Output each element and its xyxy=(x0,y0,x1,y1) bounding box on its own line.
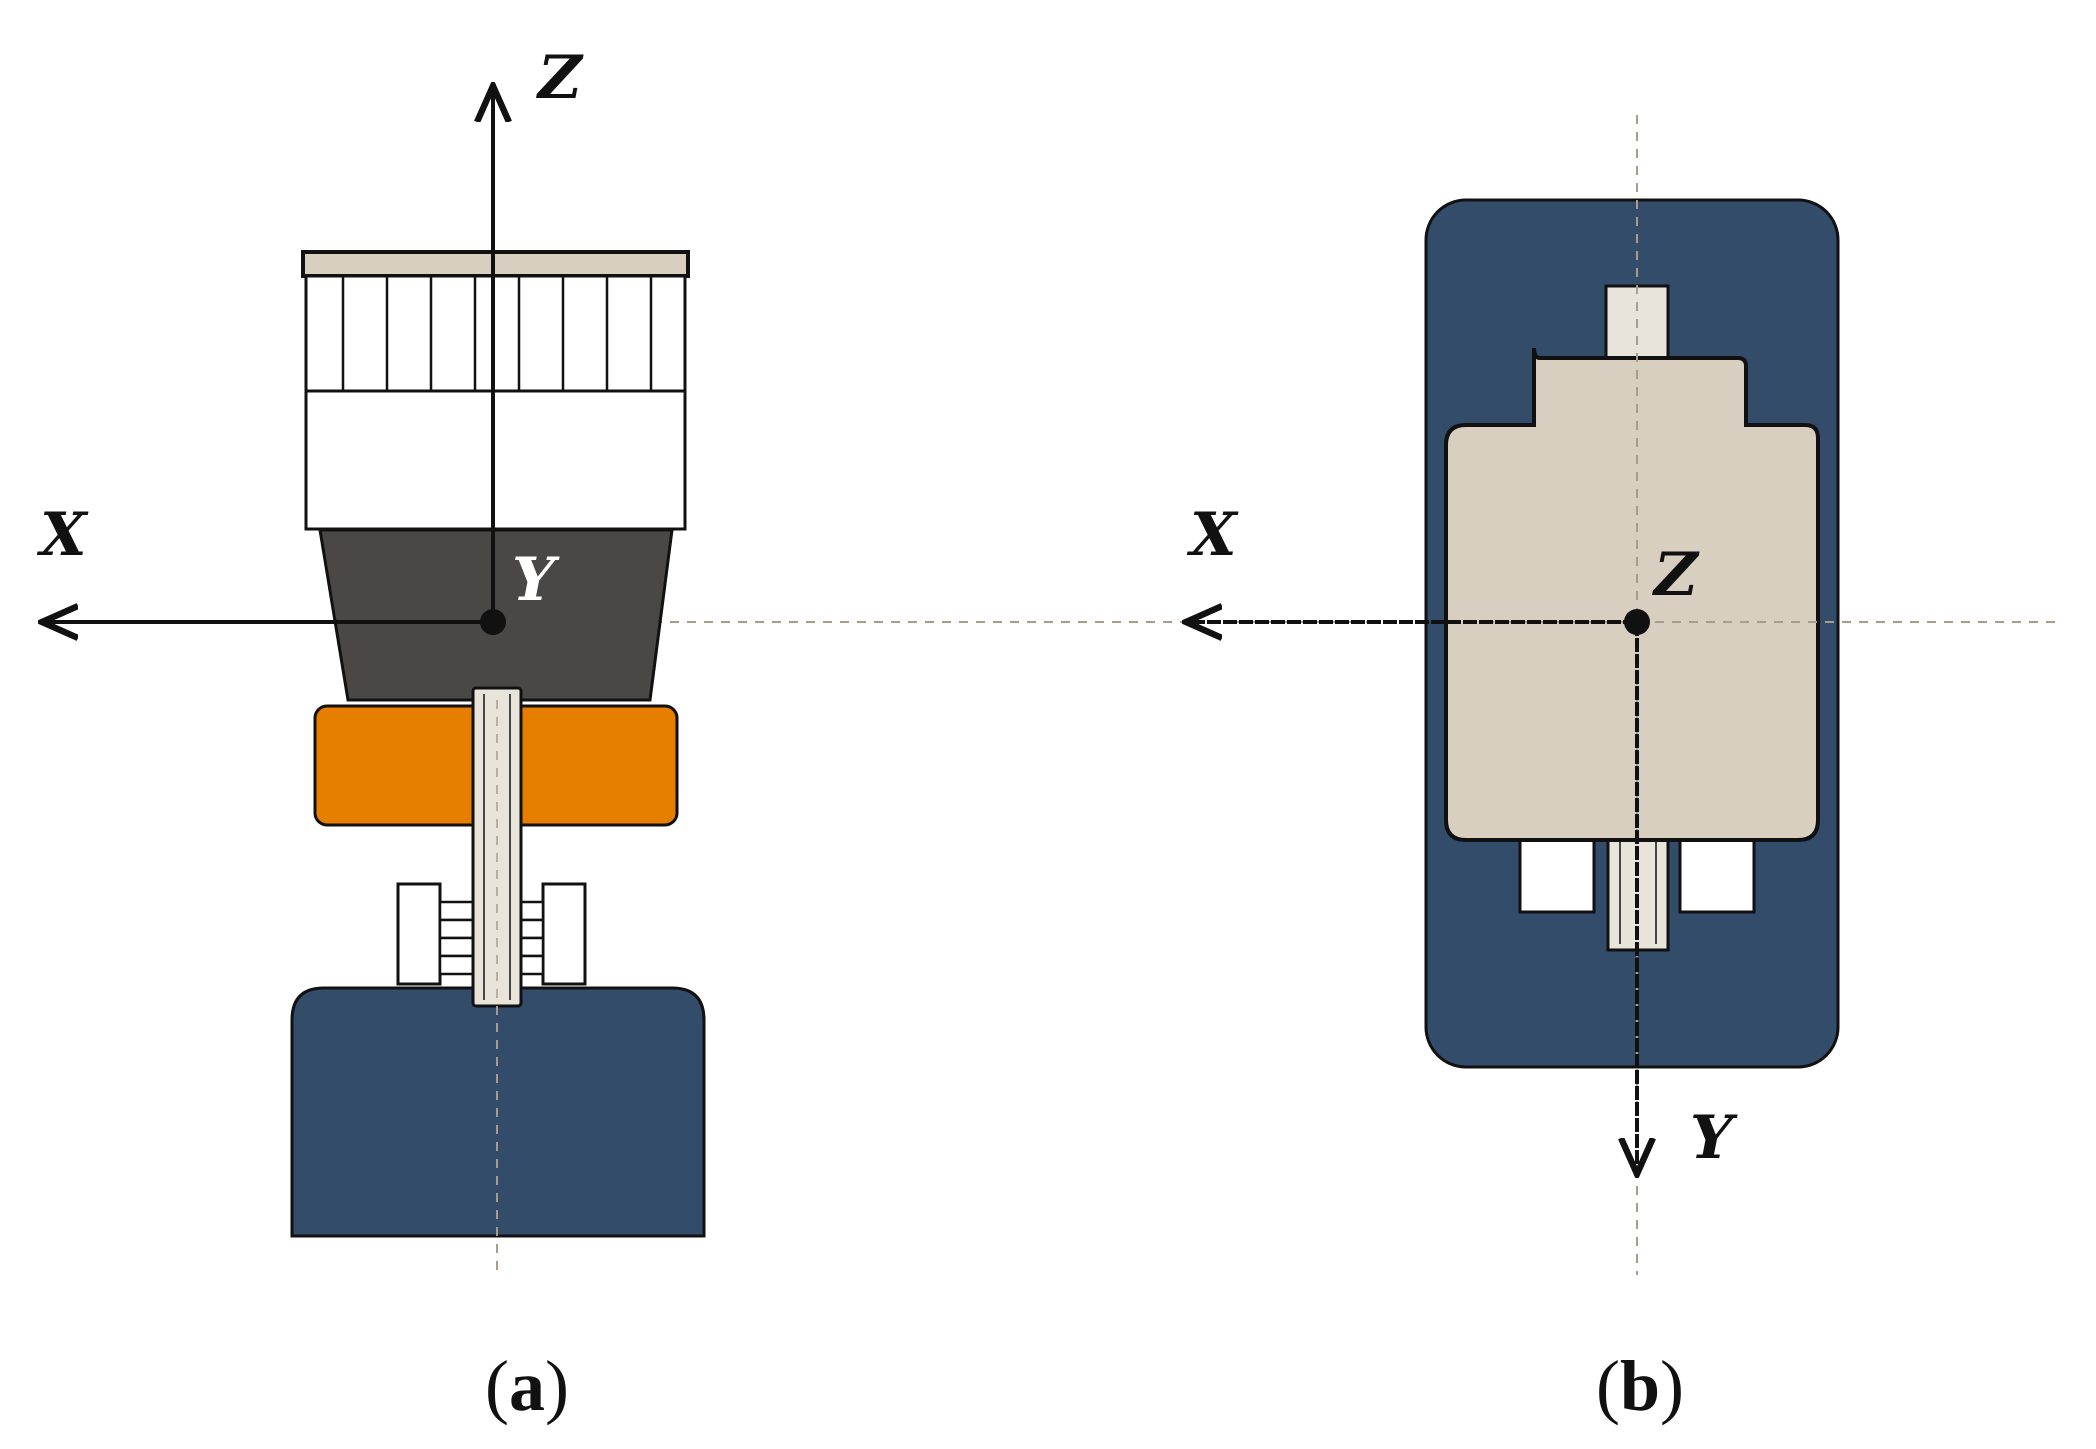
panel-a-z-label: Z xyxy=(536,43,584,113)
bottom-block-right xyxy=(1678,838,1756,914)
panel-b-top-view: X Z Y (b) xyxy=(1186,115,2060,1426)
lens-body xyxy=(304,389,687,531)
panel-a-y-label: Y xyxy=(512,545,560,615)
panel-b-z-label: Z xyxy=(1652,540,1700,610)
bottom-block-left xyxy=(1518,838,1596,914)
lens-knurled-band xyxy=(304,274,687,393)
panel-b-origin-dot xyxy=(1624,609,1650,635)
nut-block-right xyxy=(541,882,587,986)
panel-a-side-view: Z X Y (a) xyxy=(36,43,1200,1426)
panel-b-y-label: Y xyxy=(1690,1103,1738,1173)
panel-a-caption: (a) xyxy=(485,1346,569,1426)
panel-a-caption-letter: a xyxy=(509,1346,545,1426)
nut-block-left xyxy=(396,882,442,986)
lens-top-ring xyxy=(301,250,690,278)
beige-body xyxy=(1444,347,1820,842)
panel-a-x-label: X xyxy=(36,500,89,570)
panel-a-origin-dot xyxy=(480,609,506,635)
panel-b-caption: (b) xyxy=(1596,1346,1684,1426)
panel-b-caption-letter: b xyxy=(1620,1346,1660,1426)
panel-b-x-label: X xyxy=(1186,500,1239,570)
